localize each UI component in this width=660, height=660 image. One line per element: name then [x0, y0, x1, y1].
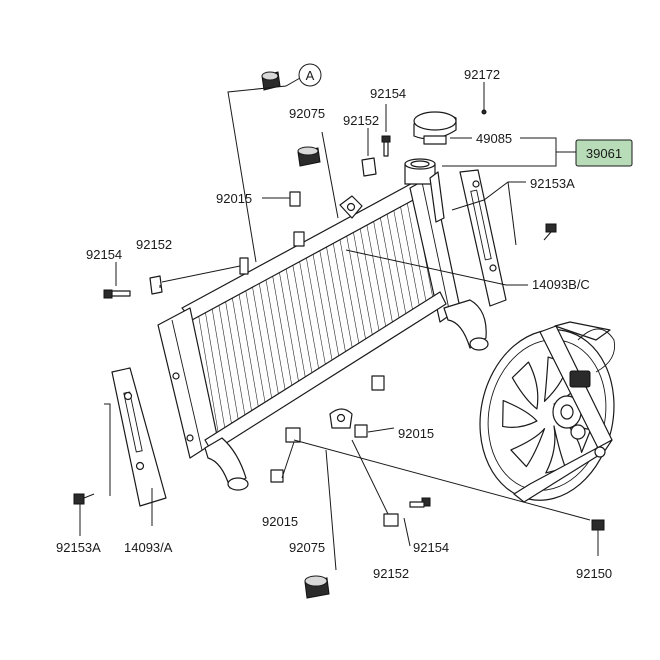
- fin-line: [238, 293, 260, 411]
- label-92153a-left: 92153A: [56, 540, 101, 555]
- screw-92172[interactable]: [481, 86, 487, 115]
- label-92015-mid: 92015: [398, 426, 434, 441]
- radiator-cap[interactable]: [413, 111, 457, 145]
- collar-92152-low[interactable]: [383, 513, 399, 527]
- fin-line: [231, 297, 253, 415]
- fin-line: [272, 274, 293, 390]
- grommet-top[interactable]: [261, 71, 281, 91]
- label-14093a: 14093/A: [124, 540, 173, 555]
- collar-92152-left[interactable]: [149, 275, 163, 295]
- callout-a: A: [298, 63, 322, 87]
- fan-blade: [511, 361, 539, 410]
- collar-92075-top[interactable]: [297, 146, 321, 167]
- fan-blade: [510, 428, 546, 468]
- fin-line: [352, 229, 374, 339]
- fin-line: [339, 237, 360, 347]
- label-92015-top: 92015: [216, 191, 252, 206]
- fin-line: [278, 271, 300, 385]
- fin-line: [359, 225, 380, 335]
- callout-a-letter: A: [306, 68, 315, 83]
- label-92153a-right: 92153A: [530, 176, 575, 191]
- fin-line: [225, 301, 246, 419]
- radiator-fins: [198, 195, 434, 436]
- label-92075-top: 92075: [289, 106, 325, 121]
- fin-line: [198, 316, 220, 436]
- fin-line: [386, 210, 407, 318]
- fin-line: [305, 255, 327, 369]
- fin-line: [245, 289, 266, 407]
- label-92154-left: 92154: [86, 247, 122, 262]
- fin-line: [211, 308, 233, 428]
- fin-line: [399, 203, 421, 309]
- collar-92075-low[interactable]: [304, 575, 330, 599]
- label-92150: 92150: [576, 566, 612, 581]
- collar-92152-top[interactable]: [361, 157, 377, 177]
- fin-line: [312, 252, 334, 364]
- fin-line: [298, 259, 320, 373]
- fin-line: [392, 207, 414, 313]
- bolt-92154-low[interactable]: [409, 497, 431, 508]
- label-49085: 49085: [476, 131, 512, 146]
- label-92154-top: 92154: [370, 86, 406, 101]
- fin-line: [292, 263, 313, 377]
- fin-line: [265, 278, 287, 394]
- label-92172: 92172: [464, 67, 500, 82]
- label-92075-low: 92075: [289, 540, 325, 555]
- fin-line: [285, 267, 307, 381]
- fin-line: [406, 199, 427, 305]
- assembly-number-box[interactable]: 39061: [575, 139, 633, 167]
- bolt-92150[interactable]: [591, 519, 605, 540]
- fin-line: [372, 218, 394, 326]
- label-39061: 39061: [586, 146, 622, 161]
- fin-line: [379, 214, 401, 322]
- side-shroud-left[interactable]: [111, 367, 167, 507]
- fan-blade: [502, 399, 538, 428]
- fin-line: [332, 240, 354, 352]
- fin-line: [205, 312, 226, 432]
- bolt-92154-top[interactable]: [381, 135, 391, 157]
- fin-line: [218, 304, 240, 424]
- label-92015-low: 92015: [262, 514, 298, 529]
- fin-line: [319, 248, 340, 360]
- bolt-92154-left[interactable]: [103, 289, 131, 299]
- bolt-92153a-right[interactable]: [543, 223, 557, 241]
- fin-line: [252, 286, 273, 402]
- label-92152-low: 92152: [373, 566, 409, 581]
- fin-line: [345, 233, 367, 343]
- radiator[interactable]: [157, 158, 489, 491]
- leader-lines: [79, 77, 599, 571]
- bolt-92153a-left[interactable]: [73, 493, 95, 505]
- side-shroud-right[interactable]: [459, 169, 507, 307]
- label-14093bc: 14093B/C: [532, 277, 590, 292]
- label-92152-left: 92152: [136, 237, 172, 252]
- fin-line: [325, 244, 347, 356]
- label-92152-top: 92152: [343, 113, 379, 128]
- fin-line: [258, 282, 280, 398]
- fin-line: [366, 222, 387, 330]
- label-92154-low: 92154: [413, 540, 449, 555]
- cooling-fan-assembly[interactable]: [465, 317, 630, 513]
